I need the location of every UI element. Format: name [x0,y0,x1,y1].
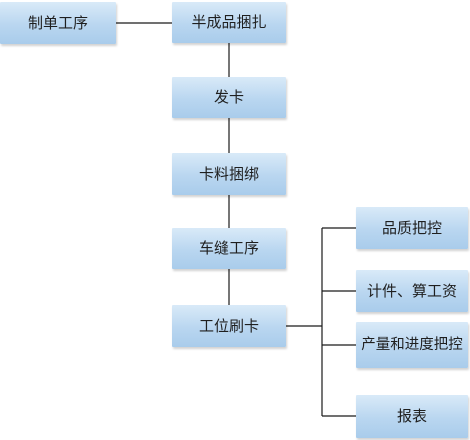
node-card-issuing: 发卡 [172,77,286,118]
node-semi-finished-bundling: 半成品捆扎 [172,2,286,43]
node-output-progress-control-label: 产量和进度把控 [361,336,463,353]
node-output-progress-control: 产量和进度把控 [356,322,468,368]
node-quality-control-label: 品质把控 [381,218,442,237]
node-card-material-binding-label: 卡料捆绑 [198,164,259,183]
node-report: 报表 [356,395,468,438]
node-sewing-process-label: 车缝工序 [198,239,259,258]
node-report-label: 报表 [396,407,427,426]
node-order-making-process-label: 制单工序 [27,13,88,32]
node-workstation-card-swipe-label: 工位刷卡 [198,316,259,335]
node-piecework-wages: 计件、算工资 [356,270,468,312]
node-workstation-card-swipe: 工位刷卡 [172,305,286,347]
node-sewing-process: 车缝工序 [172,228,286,269]
node-card-issuing-label: 发卡 [213,88,244,107]
node-semi-finished-bundling-label: 半成品捆扎 [191,13,267,32]
node-order-making-process: 制单工序 [0,2,116,44]
node-card-material-binding: 卡料捆绑 [172,153,286,195]
node-piecework-wages-label: 计件、算工资 [366,281,457,300]
node-quality-control: 品质把控 [356,207,468,249]
